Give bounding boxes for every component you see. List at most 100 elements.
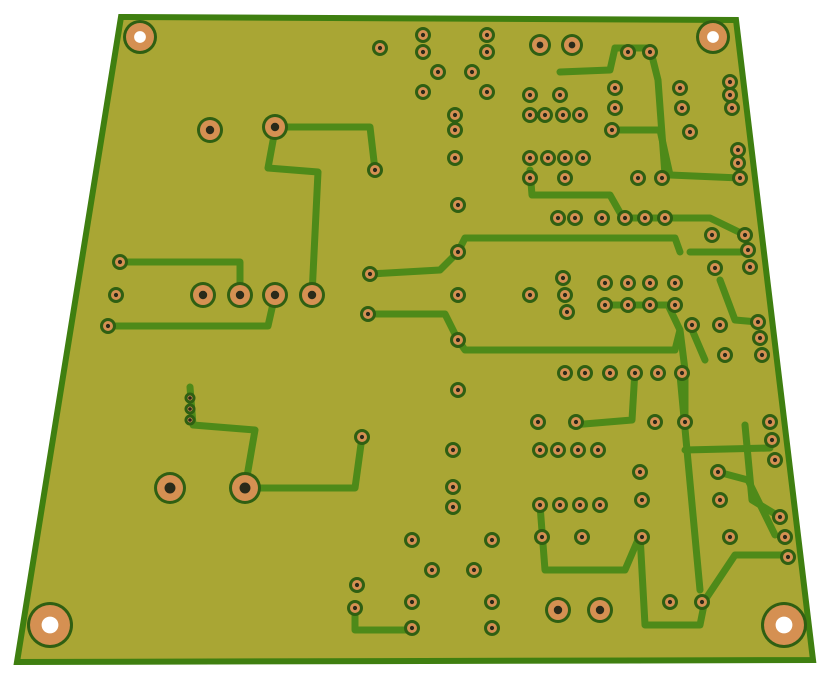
- pad: [570, 442, 586, 458]
- pad: [607, 80, 623, 96]
- pad: [445, 442, 461, 458]
- pad: [620, 275, 636, 291]
- pad: [484, 620, 500, 636]
- pad: [707, 260, 723, 276]
- pad: [262, 114, 288, 140]
- pad: [190, 282, 216, 308]
- pad: [712, 317, 728, 333]
- pad: [108, 287, 124, 303]
- board-outline: [13, 13, 817, 666]
- pad: [717, 347, 733, 363]
- pad: [620, 44, 636, 60]
- pad: [550, 442, 566, 458]
- pad: [479, 44, 495, 60]
- pad: [424, 562, 440, 578]
- pad: [557, 170, 573, 186]
- pad: [647, 414, 663, 430]
- pad: [637, 210, 653, 226]
- pad: [764, 432, 780, 448]
- pad: [360, 306, 376, 322]
- pad: [662, 594, 678, 610]
- pad: [557, 150, 573, 166]
- pad: [772, 509, 788, 525]
- pad: [362, 266, 378, 282]
- pad: [777, 529, 793, 545]
- pad: [574, 529, 590, 545]
- pad: [667, 297, 683, 313]
- pad: [415, 27, 431, 43]
- pad: [532, 442, 548, 458]
- pad: [767, 452, 783, 468]
- pad: [447, 107, 463, 123]
- pad: [372, 40, 388, 56]
- pad: [154, 472, 186, 504]
- pad: [347, 600, 363, 616]
- pad: [354, 429, 370, 445]
- pad: [262, 282, 288, 308]
- pad: [450, 287, 466, 303]
- pad: [404, 594, 420, 610]
- pad: [630, 170, 646, 186]
- pad: [597, 297, 613, 313]
- pad: [587, 597, 613, 623]
- pad: [229, 472, 261, 504]
- pad: [607, 100, 623, 116]
- pad: [577, 365, 593, 381]
- pad: [415, 84, 431, 100]
- pad: [572, 497, 588, 513]
- mounting-hole: [123, 20, 157, 54]
- pad: [450, 382, 466, 398]
- pad: [522, 287, 538, 303]
- pad: [742, 259, 758, 275]
- mounting-hole: [27, 602, 73, 648]
- pad: [590, 442, 606, 458]
- pad: [484, 532, 500, 548]
- pad: [112, 254, 128, 270]
- pad: [415, 44, 431, 60]
- pad: [722, 87, 738, 103]
- pad: [750, 314, 766, 330]
- pad: [522, 107, 538, 123]
- pad: [712, 492, 728, 508]
- pad: [602, 365, 618, 381]
- mounting-hole: [761, 602, 807, 648]
- pad: [537, 107, 553, 123]
- pad: [722, 74, 738, 90]
- pad: [732, 170, 748, 186]
- mounting-hole: [696, 20, 730, 54]
- pad: [555, 270, 571, 286]
- pad: [632, 464, 648, 480]
- pad: [100, 318, 116, 334]
- pad: [572, 107, 588, 123]
- pad: [594, 210, 610, 226]
- pad: [447, 122, 463, 138]
- pad: [559, 304, 575, 320]
- pad: [617, 210, 633, 226]
- pad: [650, 365, 666, 381]
- pad: [557, 365, 573, 381]
- pad: [464, 64, 480, 80]
- pad: [529, 34, 551, 56]
- pad: [367, 162, 383, 178]
- pad: [184, 392, 196, 404]
- pad: [740, 242, 756, 258]
- pad: [555, 107, 571, 123]
- pad: [634, 492, 650, 508]
- pad: [730, 142, 746, 158]
- pad: [620, 297, 636, 313]
- pad: [561, 34, 583, 56]
- pad: [552, 87, 568, 103]
- pad: [730, 155, 746, 171]
- pad: [575, 150, 591, 166]
- pad: [724, 100, 740, 116]
- pad: [349, 577, 365, 593]
- pad: [627, 365, 643, 381]
- pad: [694, 594, 710, 610]
- pad: [634, 529, 650, 545]
- component-pads: [27, 20, 807, 648]
- pad: [672, 80, 688, 96]
- pad: [404, 532, 420, 548]
- pad: [737, 227, 753, 243]
- pad: [568, 414, 584, 430]
